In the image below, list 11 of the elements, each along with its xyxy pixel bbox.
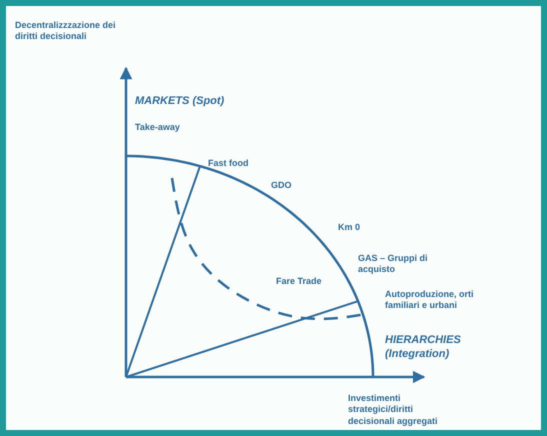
- item-label: Km 0: [338, 222, 362, 234]
- region-label: MARKETS (Spot): [135, 95, 226, 109]
- axis-label: Decentralizzzazione dei diritti decisionali: [15, 20, 117, 42]
- item-label: Autoproduzione, orti familiari e urbani: [385, 289, 474, 312]
- item-label: GDO: [271, 180, 293, 192]
- item-label: Fare Trade: [276, 276, 323, 288]
- axis-label: Investimenti strategici/diritti decisionali aggregati: [348, 393, 439, 427]
- item-label: GAS – Gruppi di acquisto: [358, 253, 429, 276]
- region-label: HIERARCHIES (Integration): [385, 334, 462, 362]
- item-label: Fast food: [208, 158, 250, 170]
- item-label: Take-away: [135, 122, 181, 134]
